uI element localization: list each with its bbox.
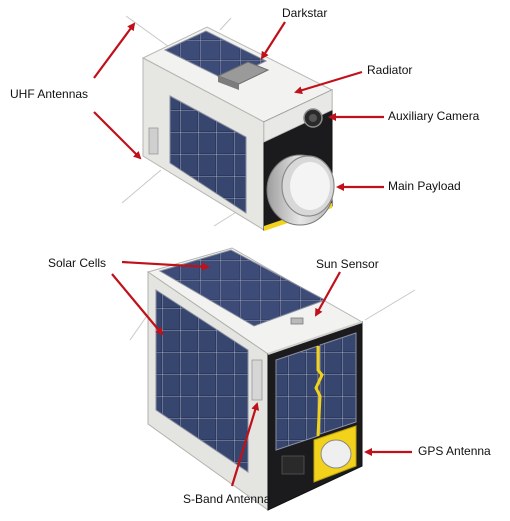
- solar-cells-label: Solar Cells: [48, 256, 107, 270]
- uhf-antenna-arrow-upper: [93, 22, 136, 79]
- s-band-antenna-arrow: [230, 402, 260, 487]
- uhf-antenna-arrow-lower: [93, 111, 142, 160]
- annotation-arrows: [93, 21, 412, 487]
- uhf-antennas-label: UHF Antennas: [10, 87, 89, 101]
- front-solar-panel-left: [275, 345, 319, 451]
- gps-antenna-label: GPS Antenna: [418, 444, 491, 458]
- sun-sensor-device: [290, 317, 304, 325]
- front-yellow-seam: [314, 346, 324, 437]
- radiator-block-side: [218, 76, 239, 90]
- sun-sensor-label: Sun Sensor: [316, 257, 379, 271]
- uhf-antenna-element: [121, 169, 162, 204]
- radiator-arrow: [294, 70, 363, 95]
- solar-cells-arrow-side: [111, 273, 164, 336]
- antenna-element: [364, 289, 416, 321]
- top-rim: [267, 321, 363, 355]
- lower-sensor: [281, 455, 305, 475]
- solar-cells-arrow-top: [121, 260, 210, 271]
- side-solar-panel: [169, 95, 247, 214]
- darkstar-arrow: [260, 21, 286, 60]
- front-top-band: [263, 89, 333, 143]
- side-solar-panel: [155, 289, 249, 473]
- auxiliary-camera-label: Auxiliary Camera: [388, 109, 480, 123]
- vent: [148, 127, 159, 155]
- s-band-antenna-module: [251, 359, 263, 401]
- front-solar-panel-right: [319, 332, 357, 435]
- main-payload-label: Main Payload: [388, 179, 461, 193]
- sun-sensor-arrow: [315, 271, 341, 317]
- top-satellite: [121, 15, 335, 231]
- radiator-label: Radiator: [367, 63, 413, 77]
- auxiliary-camera-core: [309, 114, 317, 122]
- bottom-satellite: [129, 247, 416, 511]
- darkstar-label: Darkstar: [282, 6, 328, 20]
- antenna-element: [219, 17, 232, 31]
- s-band-antenna-label: S-Band Antenna: [183, 492, 271, 506]
- main-payload-interior: [290, 162, 330, 210]
- gps-antenna-element: [320, 439, 352, 469]
